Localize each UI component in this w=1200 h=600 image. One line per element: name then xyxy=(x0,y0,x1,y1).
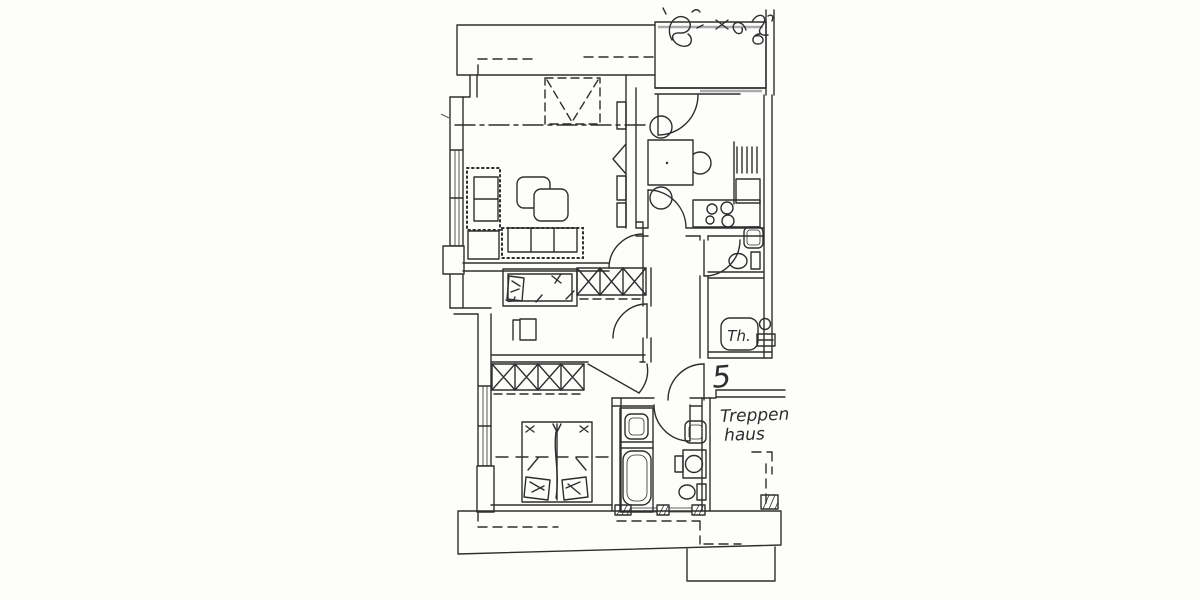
stairwell: 5 Treppen haus xyxy=(710,359,790,510)
double-bed xyxy=(521,421,593,503)
coffee-table-pair xyxy=(516,176,569,222)
child-bedroom xyxy=(502,267,647,341)
door-arc-living-hall xyxy=(608,233,644,269)
window-sill-box xyxy=(442,245,465,275)
boiler-symbol xyxy=(756,317,776,347)
door-arc-bathroom xyxy=(653,404,691,442)
hatch-block xyxy=(760,494,779,510)
hand-basin xyxy=(743,226,764,249)
door-arc-master-bedroom xyxy=(587,363,649,394)
water-heater-label: Th. xyxy=(727,327,750,345)
three-stools xyxy=(649,115,712,210)
wardrobe-four-bay xyxy=(491,363,585,395)
master-bedroom xyxy=(491,363,611,503)
balcony-strip-bottom xyxy=(457,510,782,582)
stove-four-burners xyxy=(692,199,761,228)
outer-walls xyxy=(442,89,773,513)
side-table xyxy=(467,230,500,260)
dining-table xyxy=(647,139,694,186)
roof-annex xyxy=(654,9,775,96)
stairwell-label-line2: haus xyxy=(724,424,766,445)
door-arc-kitchen-entry xyxy=(657,94,699,136)
washing-machine xyxy=(674,449,707,479)
unit-number: 5 xyxy=(710,359,732,396)
wc xyxy=(728,226,764,270)
doors xyxy=(587,94,741,442)
skylight-dashed-box xyxy=(544,77,601,125)
door-arc-apartment-entrance xyxy=(667,363,705,401)
interior-walls xyxy=(462,74,786,512)
heater-closet: Th. xyxy=(720,317,776,351)
bathtub xyxy=(622,450,652,506)
scan-speck xyxy=(440,113,450,119)
wardrobe-three-bay xyxy=(576,267,647,300)
door-arc-child-room xyxy=(612,303,648,339)
balcony-strip-top xyxy=(449,24,661,98)
wash-basin xyxy=(624,413,649,440)
wall-pier xyxy=(476,465,495,513)
door-arc-kitchen-hall xyxy=(647,189,687,229)
living-room xyxy=(454,77,649,260)
toilet xyxy=(678,483,707,501)
hatched-window-wall xyxy=(614,504,706,516)
counter-with-sink xyxy=(733,141,761,205)
single-bed xyxy=(502,268,578,307)
shower-basin xyxy=(684,420,707,444)
toilet xyxy=(728,251,761,270)
bathroom xyxy=(614,407,707,516)
stairwell-label-line1: Treppen xyxy=(720,404,790,426)
door-arc-wc xyxy=(703,239,741,277)
corner-sofa xyxy=(466,167,584,259)
kitchen xyxy=(647,115,761,228)
handwritten-scribble xyxy=(662,7,774,47)
desk xyxy=(512,318,537,341)
lower-annex xyxy=(686,546,776,582)
